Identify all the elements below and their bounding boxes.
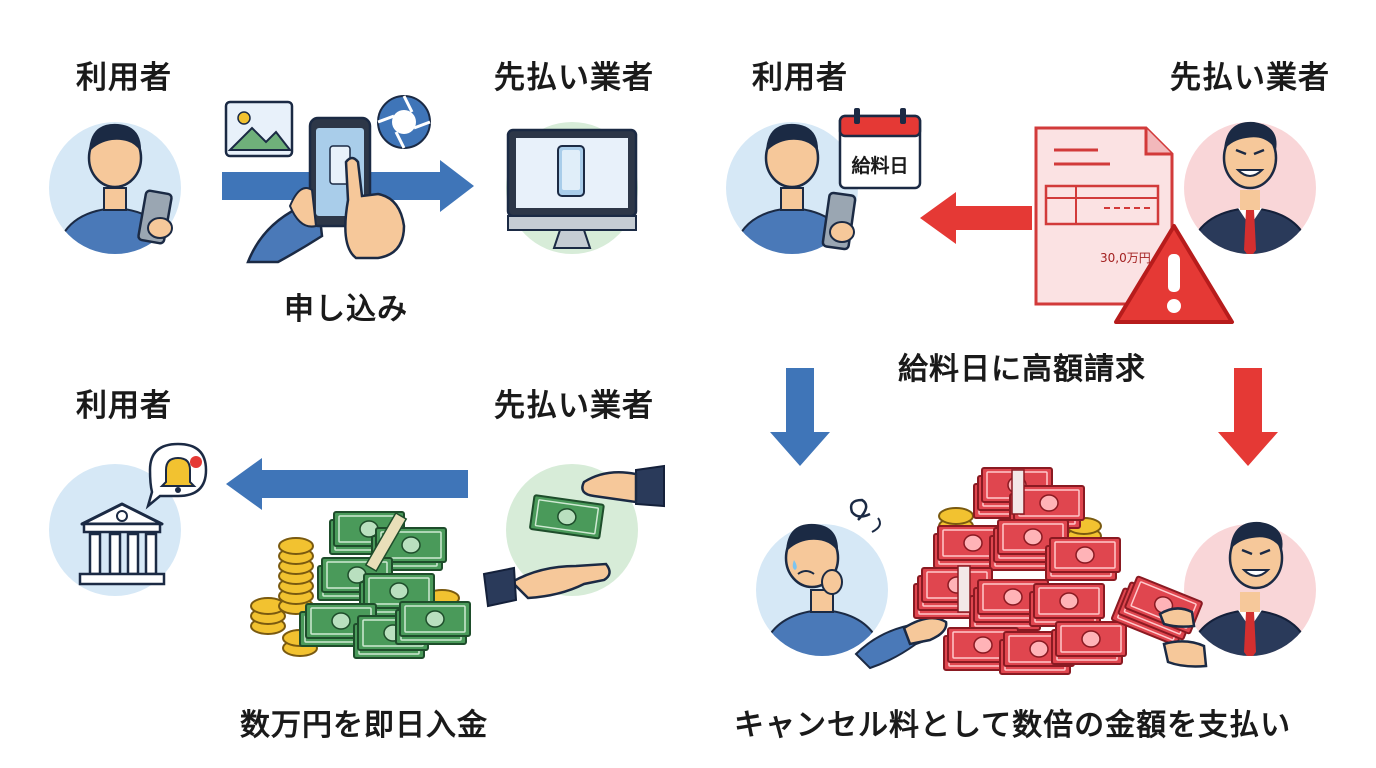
warning-icon bbox=[1114, 224, 1234, 324]
calendar-icon: 給料日 bbox=[838, 108, 922, 190]
panel2-blue-arrow-down bbox=[770, 368, 830, 466]
money-pile-green bbox=[250, 511, 471, 659]
panel4-vendor-receiving-cash bbox=[1110, 521, 1316, 668]
panel2-red-arrow-down bbox=[1218, 368, 1278, 466]
panel3-vendor-label: 先払い業者 bbox=[494, 388, 654, 424]
panel3-blue-arrow-left bbox=[226, 458, 468, 510]
panel3-caption: 数万円を即日入金 bbox=[240, 708, 488, 743]
panel3-bank bbox=[49, 464, 181, 596]
hand-holding-phone-icon bbox=[246, 116, 406, 264]
calendar-text: 給料日 bbox=[851, 154, 908, 177]
panel1-vendor-label: 先払い業者 bbox=[494, 60, 654, 96]
invoice-amount: 30,0万円 bbox=[1100, 251, 1151, 265]
panel2-vendor-label: 先払い業者 bbox=[1170, 60, 1330, 96]
camera-shutter-icon bbox=[377, 95, 431, 149]
panel1-user-label: 利用者 bbox=[76, 60, 172, 96]
panel3-vendor-hand-over-cash bbox=[482, 464, 665, 608]
panel2-user-avatar bbox=[726, 122, 858, 254]
image-icon bbox=[224, 100, 294, 158]
notification-bell-icon bbox=[145, 442, 208, 510]
money-pile-red bbox=[913, 467, 1127, 675]
panel2-caption: 給料日に高額請求 bbox=[898, 352, 1146, 387]
invoice-document: 30,0万円 bbox=[1034, 126, 1174, 306]
panel1-vendor-monitor bbox=[506, 122, 638, 254]
panel2-user-label: 利用者 bbox=[752, 60, 848, 96]
panel1-user-avatar bbox=[49, 122, 181, 254]
panel2-red-arrow-left bbox=[920, 192, 1032, 244]
panel4-caption: キャンセル料として数倍の金額を支払い bbox=[734, 708, 1292, 743]
panel2-vendor-avatar bbox=[1184, 121, 1316, 254]
panel3-user-label: 利用者 bbox=[76, 388, 172, 424]
panel1-caption: 申し込み bbox=[284, 292, 408, 327]
